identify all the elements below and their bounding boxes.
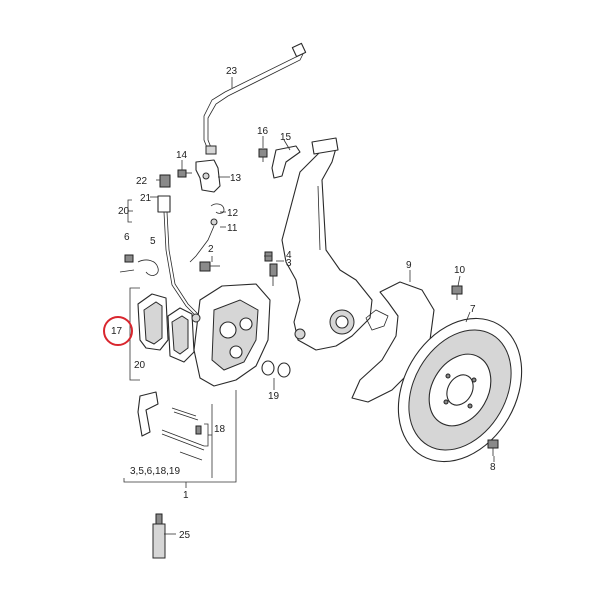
label-25: 25 — [179, 530, 191, 541]
label-2: 2 — [208, 244, 214, 255]
label-17: 17 — [111, 326, 123, 337]
sensor-21 — [157, 174, 199, 317]
steering-knuckle — [281, 137, 373, 351]
label-3: 3 — [286, 258, 292, 269]
bolt-16 — [258, 148, 268, 162]
bolt-14 — [177, 169, 192, 178]
kit-contents-label: 3,5,6,18,19 — [130, 466, 180, 477]
screw-6 — [124, 254, 134, 263]
label-20-top: 20 — [118, 206, 130, 217]
label-16: 16 — [257, 126, 269, 137]
label-9: 9 — [406, 260, 412, 271]
label-20-bottom: 20 — [134, 360, 146, 371]
bolt-3 — [269, 263, 278, 286]
brake-pads-17 — [137, 293, 201, 363]
dust-shield-9 — [351, 281, 435, 403]
label-12: 12 — [227, 208, 239, 219]
label-18: 18 — [214, 424, 226, 435]
label-1: 1 — [183, 490, 189, 501]
leader-lines — [123, 77, 495, 535]
label-19: 19 — [268, 391, 280, 402]
spring-5 — [119, 259, 159, 276]
line-11 — [189, 218, 218, 263]
bolt-2 — [199, 261, 220, 272]
label-15: 15 — [280, 132, 292, 143]
bolt-10 — [451, 285, 463, 300]
seal-rings-19 — [261, 360, 291, 378]
grease-tube-25 — [152, 513, 166, 559]
label-22: 22 — [136, 176, 148, 187]
label-14: 14 — [176, 150, 188, 161]
callout-labels: 23 16 15 14 13 22 21 20 12 11 6 5 2 4 3 … — [111, 66, 496, 541]
label-23: 23 — [226, 66, 238, 77]
screw-8 — [487, 439, 499, 456]
label-11: 11 — [227, 223, 238, 234]
label-6: 6 — [124, 232, 130, 243]
highlight-circle — [103, 316, 133, 346]
bolt-4 — [264, 251, 273, 262]
label-7: 7 — [470, 304, 476, 315]
label-8: 8 — [490, 462, 496, 473]
clip-12 — [210, 203, 225, 214]
brake-caliper — [193, 283, 271, 387]
bracket-15 — [271, 145, 301, 179]
label-21: 21 — [140, 193, 152, 204]
brake-hose-23 — [203, 42, 307, 155]
brake-disc-7 — [397, 317, 523, 463]
label-5: 5 — [150, 236, 156, 247]
label-13: 13 — [230, 173, 242, 184]
label-10: 10 — [454, 265, 466, 276]
label-4: 4 — [286, 250, 292, 261]
hardware-kit-18 — [137, 391, 205, 461]
bracket-13 — [195, 159, 221, 193]
